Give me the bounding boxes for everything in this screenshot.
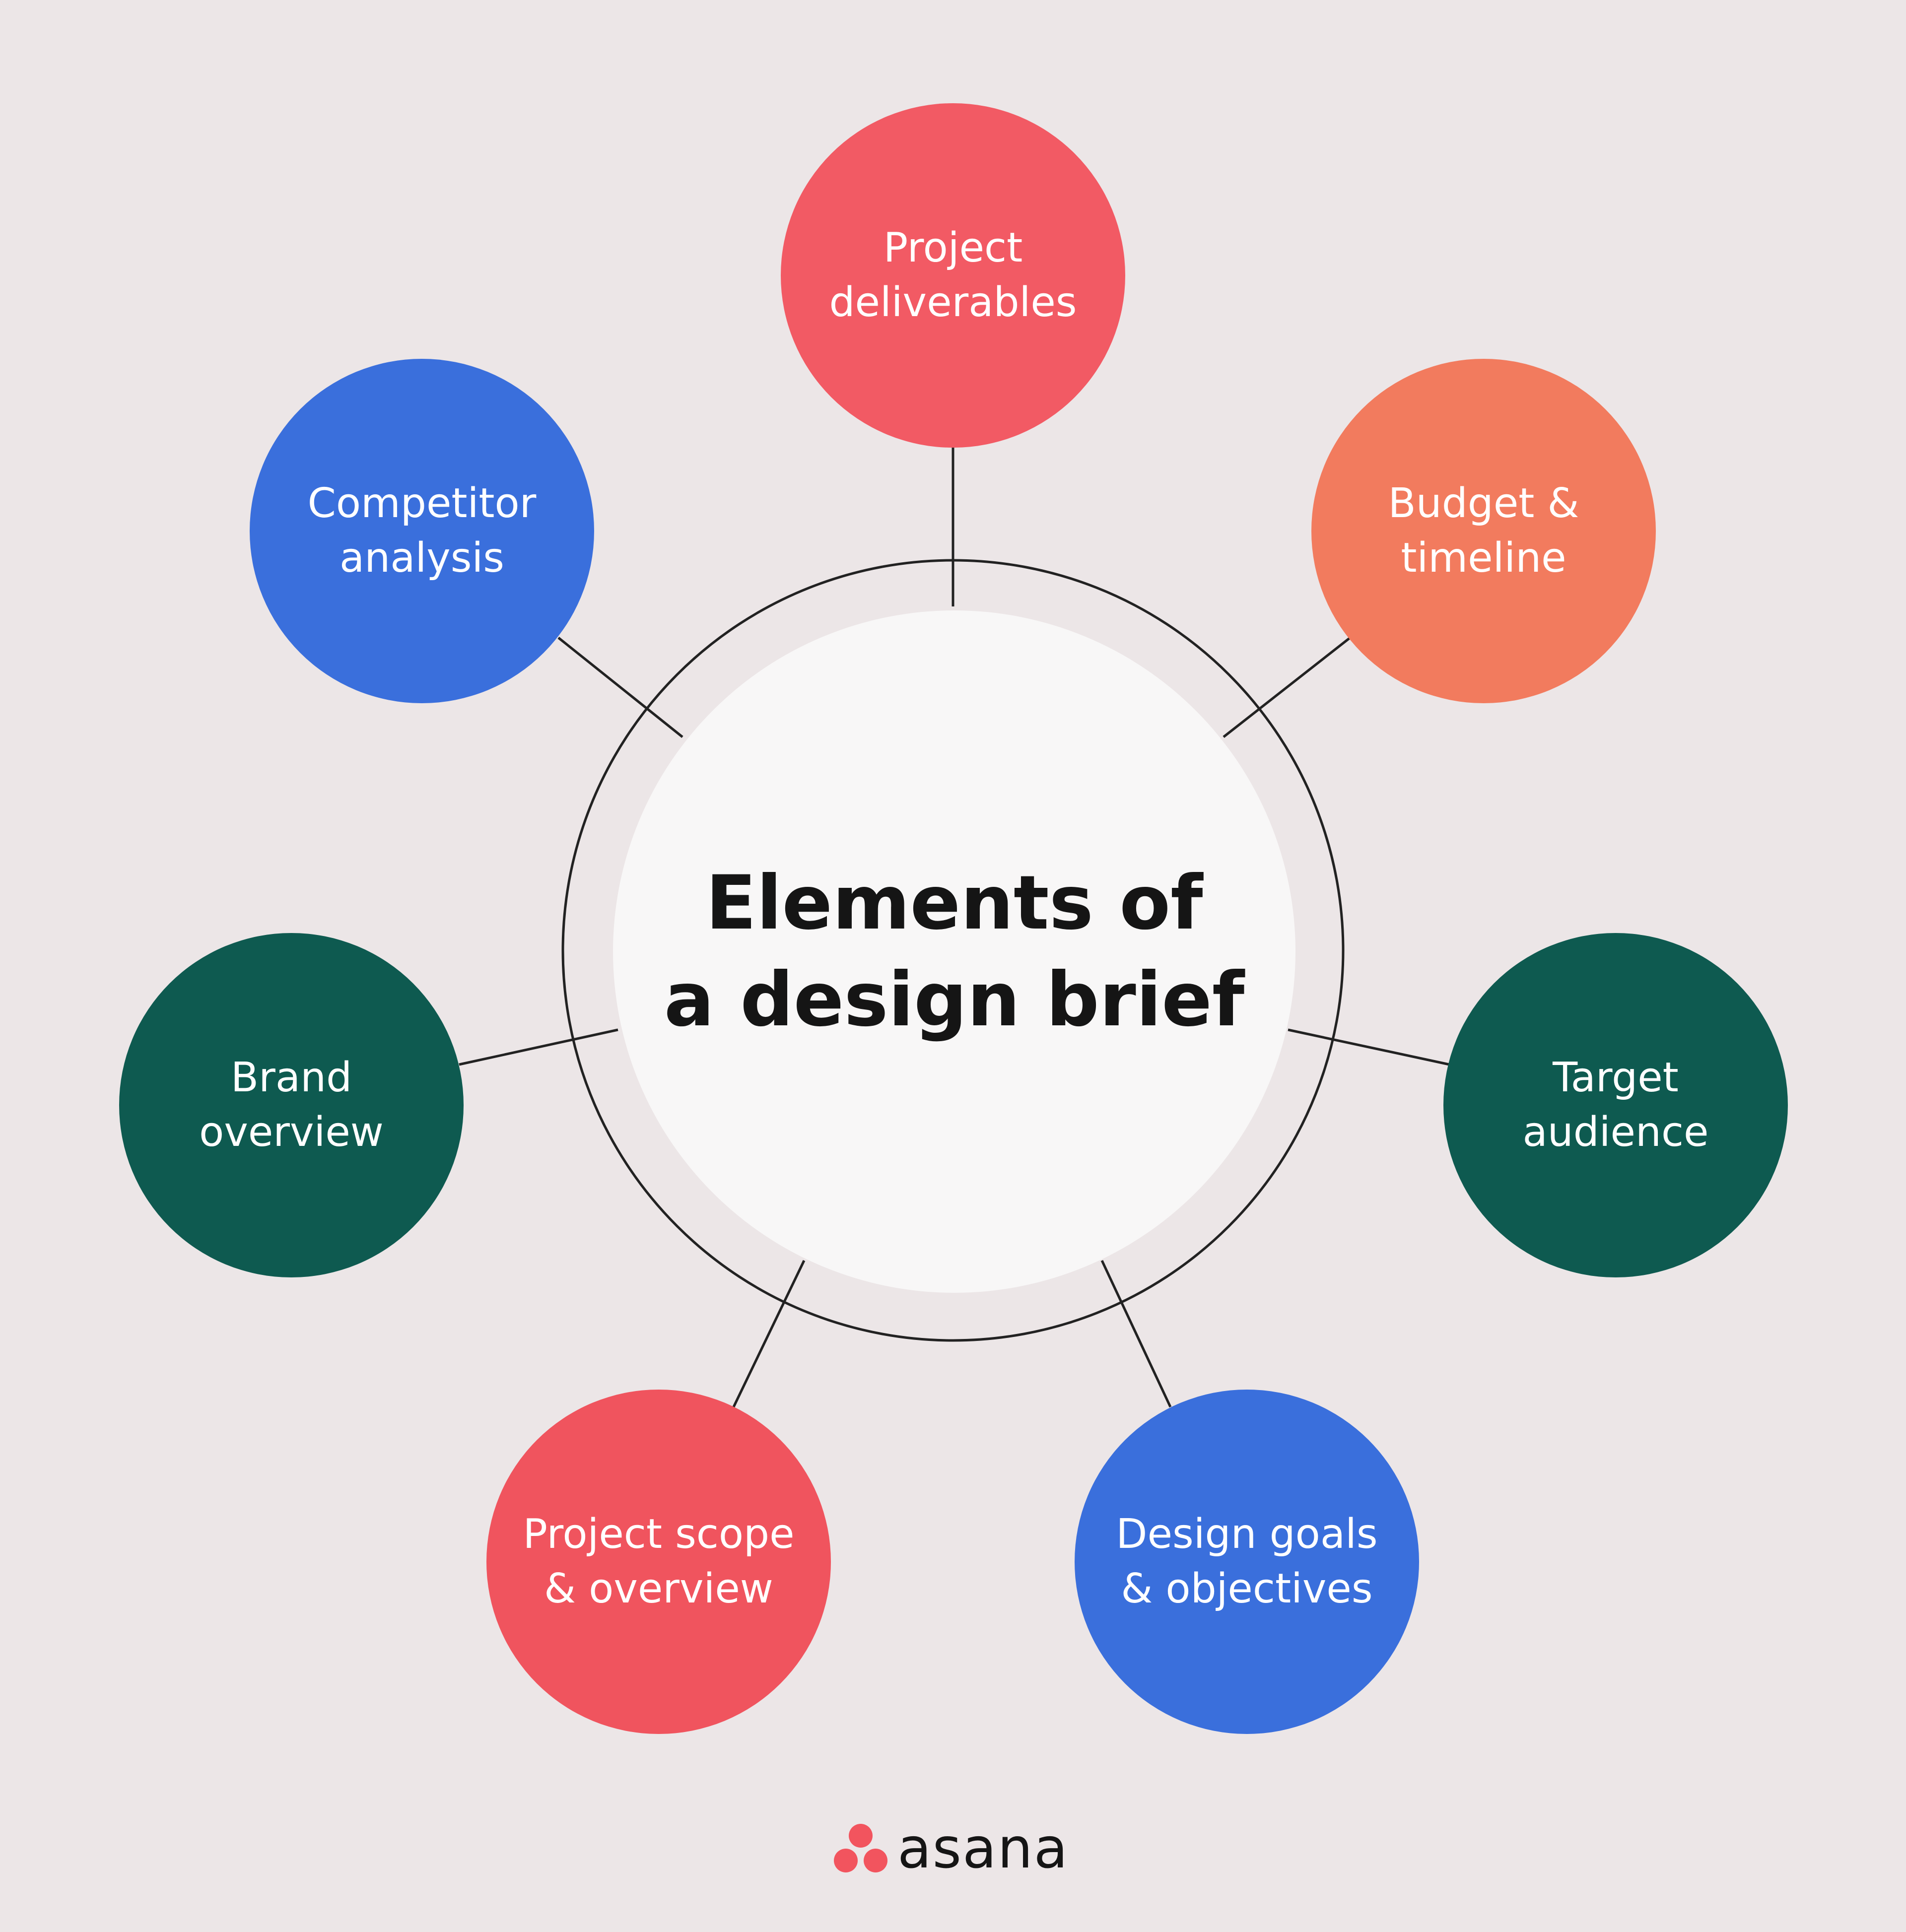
node-project-scope: Project scope & overview xyxy=(486,1390,831,1734)
asana-wordmark: asana xyxy=(897,1816,1069,1881)
node-design-goals: Design goals & objectives xyxy=(1075,1390,1419,1734)
connector-brand-overview xyxy=(459,1028,618,1066)
node-target-audience: Target audience xyxy=(1443,933,1788,1277)
diagram-title: Elements of a design brief xyxy=(664,860,1245,1043)
node-label: Design goals & objectives xyxy=(1116,1511,1378,1612)
node-label: Budget & timeline xyxy=(1388,480,1579,582)
asana-logo: asana xyxy=(834,1816,1069,1881)
node-brand-overview: Brand overview xyxy=(119,933,464,1277)
node-label: Target audience xyxy=(1522,1054,1709,1156)
node-budget-timeline: Budget & timeline xyxy=(1311,359,1656,703)
asana-dots-icon xyxy=(834,1824,887,1873)
node-project-deliverables: Project deliverables xyxy=(781,103,1125,448)
connector-target-audience xyxy=(1288,1028,1450,1066)
node-label: Brand overview xyxy=(199,1054,384,1156)
connector-budget-timeline xyxy=(1223,637,1351,738)
connector-competitor-analysis xyxy=(557,637,683,738)
node-competitor-analysis: Competitor analysis xyxy=(250,359,594,703)
connector-project-scope xyxy=(732,1260,806,1408)
node-label: Project deliverables xyxy=(829,224,1077,326)
center-circle: Elements of a design brief xyxy=(613,610,1295,1293)
node-label: Competitor analysis xyxy=(307,480,537,582)
connector-design-goals xyxy=(1100,1260,1172,1408)
node-label: Project scope & overview xyxy=(523,1511,795,1612)
